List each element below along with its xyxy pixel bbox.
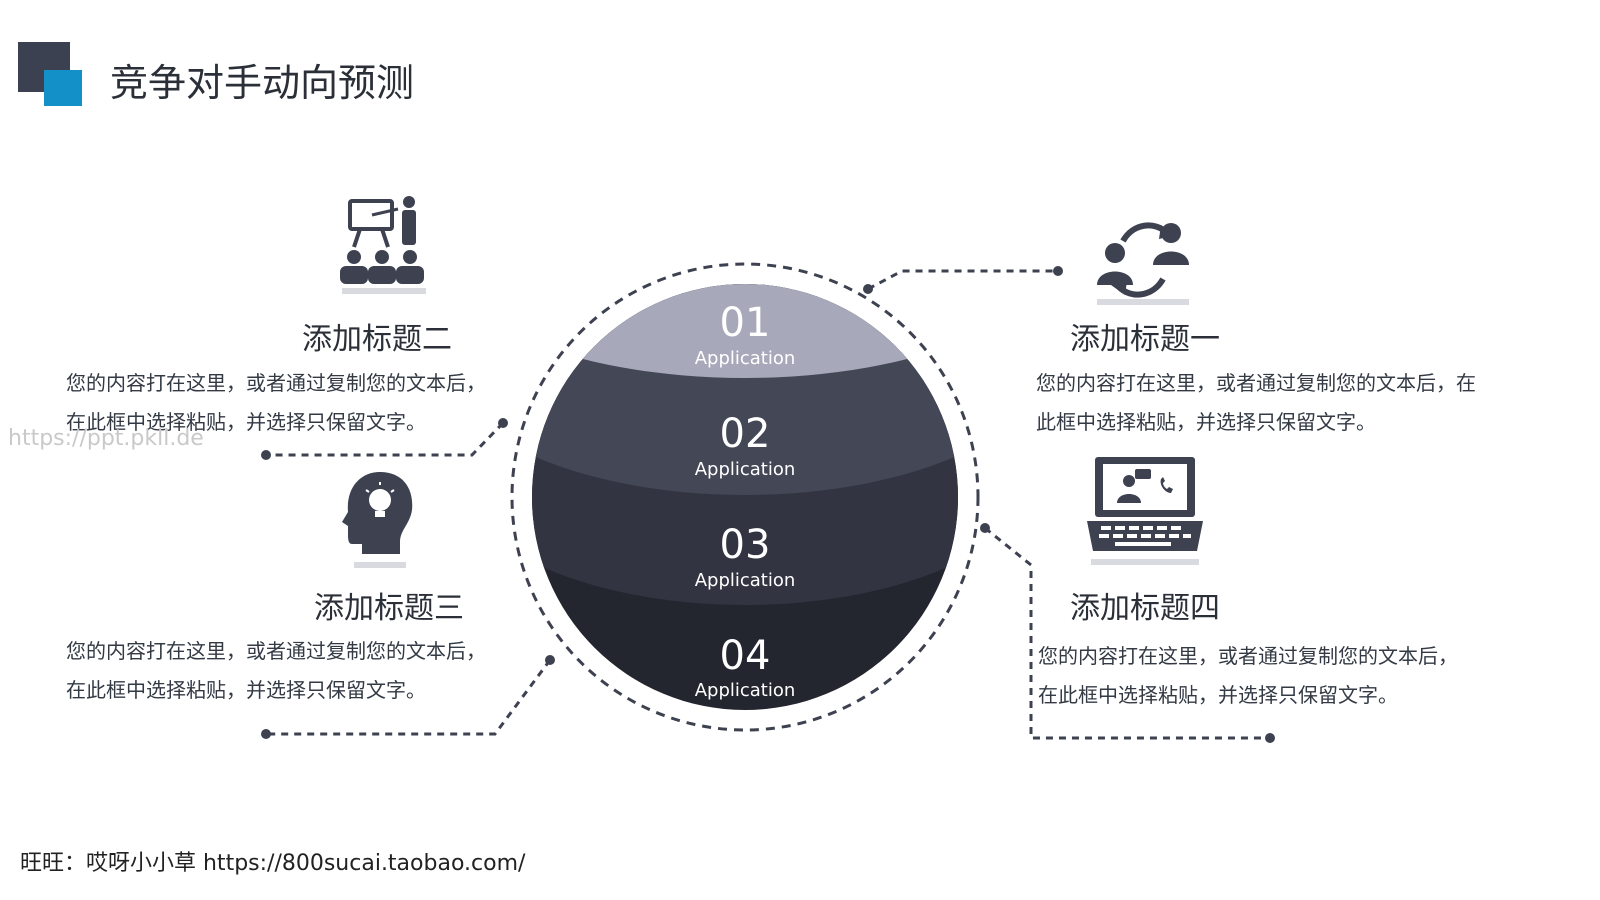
connector-item-one [867, 269, 1058, 291]
segment-02-number: 02 [720, 411, 771, 457]
item-four-desc: 您的内容打在这里，或者通过复制您的文本后，在此框中选择粘贴，并选择只保留文字。 [1038, 644, 1458, 707]
item-one-title: 添加标题一 [1070, 322, 1220, 357]
connector-dot [545, 655, 555, 665]
item-two-title: 添加标题二 [302, 322, 452, 357]
laptop-video-call-icon [1087, 457, 1203, 565]
connector-item-two [266, 421, 505, 457]
segment-02-label: Application [695, 459, 796, 480]
segment-01-label: Application [695, 348, 796, 369]
page-title: 竞争对手动向预测 [110, 61, 415, 105]
segment-03-number: 03 [720, 522, 771, 568]
watermark-text: https://ppt.pkll.de [8, 426, 204, 451]
segment-04-label: Application [695, 680, 796, 701]
connector-item-four [984, 526, 1270, 740]
connector-dot [1053, 266, 1063, 276]
connector-dot [980, 523, 990, 533]
item-three-desc: 您的内容打在这里，或者通过复制您的文本后，在此框中选择粘贴，并选择只保留文字。 [66, 639, 486, 702]
item-four-title: 添加标题四 [1070, 591, 1220, 626]
exchange-users-icon [1097, 222, 1189, 305]
item-one-desc: 您的内容打在这里，或者通过复制您的文本后，在此框中选择粘贴，并选择只保留文字。 [1036, 371, 1476, 434]
logo-square-blue [44, 70, 82, 106]
head-lightbulb-icon [342, 472, 413, 568]
segment-01-number: 01 [720, 300, 771, 346]
segment-04-number: 04 [720, 633, 771, 679]
segment-03-label: Application [695, 570, 796, 591]
connector-dot [498, 418, 508, 428]
connector-dot [261, 729, 271, 739]
footer-credit: 旺旺：哎呀小小草 https://800sucai.taobao.com/ [20, 851, 526, 876]
presentation-audience-icon [340, 196, 426, 294]
outer-dashed-ring [510, 262, 980, 732]
item-three-title: 添加标题三 [314, 591, 464, 626]
item-two-desc: 您的内容打在这里，或者通过复制您的文本后，在此框中选择粘贴，并选择只保留文字。 [66, 371, 486, 434]
connector-dot [863, 284, 873, 294]
connector-dot [1265, 733, 1275, 743]
connector-dot [261, 450, 271, 460]
connector-item-three [266, 659, 552, 736]
